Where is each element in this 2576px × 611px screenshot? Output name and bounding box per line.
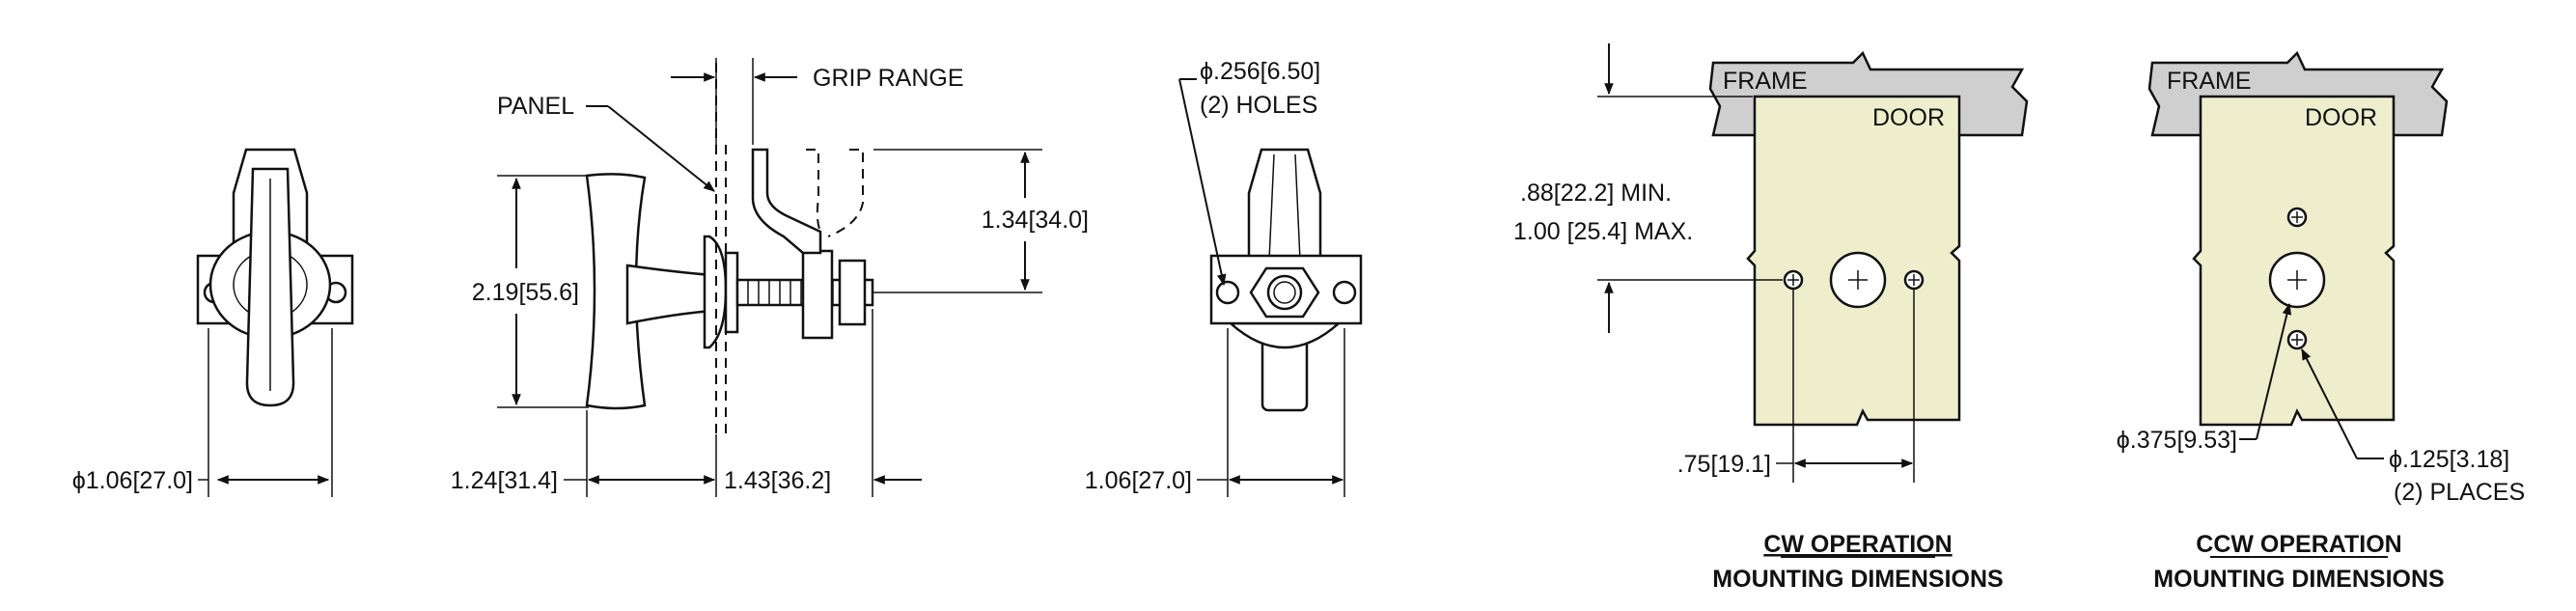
rear-view-left-hole [1215,280,1240,305]
cw-caption-line2: MOUNTING DIMENSIONS [1712,566,2003,593]
cw-caption-line1: CW OPERATION [1763,531,1952,558]
ccw-door-label: DOOR [2305,104,2377,131]
panel-label: PANEL [497,93,574,120]
ccw-small-hole-dim: ϕ.125[3.18] [2389,446,2509,473]
rear-view-nut-bore [1266,274,1303,311]
side-view-cam-block [801,249,834,340]
side-view: PANEL GRIP RANGE 2.19[55.6] 1.34[34.0] 1… [451,58,1089,497]
grip-range-label: GRIP RANGE [813,65,964,92]
front-view: ϕ1.06[27.0] [72,148,354,497]
ccw-center-hole-dim: ϕ.375[9.53] [2117,427,2237,454]
panel-leader-arrow [607,105,715,192]
rear-view-lower-disc [1227,321,1343,349]
rear-width-dim: 1.06[27.0] [1085,467,1192,494]
cw-spacing-dim: .75[19.1] [1677,451,1771,478]
cw-offset-max: 1.00 [25.4] MAX. [1513,218,1693,245]
ccw-small-leader [2301,347,2358,459]
ccw-small-hole-note: (2) PLACES [2394,479,2525,506]
cw-offset-min: .88[22.2] MIN. [1520,180,1672,207]
cw-door-label: DOOR [1872,104,1945,131]
side-view-cam-phantom-2 [827,149,864,237]
ccw-center-leader [2256,302,2292,440]
ccw-caption-line2: MOUNTING DIMENSIONS [2153,566,2444,593]
side-view-washer [724,251,739,334]
rear-hole-note: (2) HOLES [1200,92,1317,119]
rear-view-nut-bore-inner [1273,281,1296,304]
side-view-t-handle-bar [585,173,647,410]
rear-view-right-hole [1332,280,1357,305]
rear-hole-leader-arrow [1178,78,1227,287]
rear-view-body-line-r [1294,153,1301,262]
rear-view-body-line-l [1268,153,1275,262]
side-view-cam-phantom-1 [806,149,821,233]
rear-hole-dim: ϕ.256[6.50] [1200,58,1320,85]
front-view-width-dim: ϕ1.06[27.0] [72,467,193,494]
ccw-mounting: FRAME DOOR ϕ.375[9.53] ϕ.125[3.18] (2) P… [2117,50,2525,593]
height-dim: 2.19[55.6] [472,279,579,306]
cw-frame-label: FRAME [1723,68,1808,95]
ccw-caption-line1: CCW OPERATION [2196,531,2401,558]
side-view-nut [838,259,867,326]
ccw-frame-label: FRAME [2167,68,2252,95]
rear-view-upper-body [1247,148,1322,267]
cam-dim: 1.34[34.0] [982,207,1089,234]
side-view-cam-arm [751,148,822,255]
cw-mounting: FRAME DOOR .88[22.2] MIN. 1.00 [25.4] MA… [1513,43,2029,593]
rear-view: ϕ.256[6.50] (2) HOLES 1.06[27.0] [1085,58,1363,497]
left-length-dim: 1.24[31.4] [451,467,558,494]
right-length-dim: 1.43[36.2] [724,467,831,494]
side-view-handle-neck [625,264,714,325]
